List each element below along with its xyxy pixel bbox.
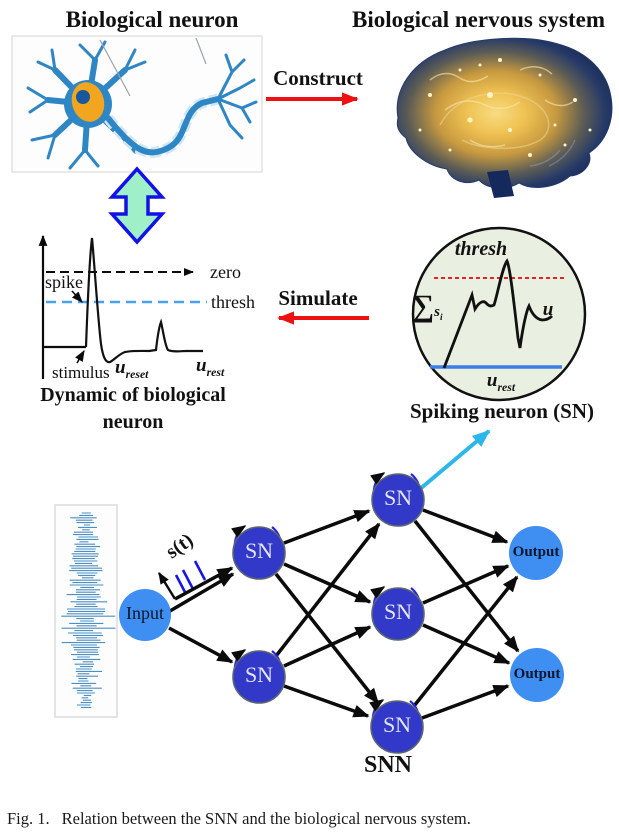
figure-caption: Fig. 1. Relation between the SNN and the … <box>7 809 471 829</box>
network-edges <box>168 508 520 720</box>
output-node-1-label: Output <box>512 544 560 560</box>
title-biological-neuron: Biological neuron <box>65 7 239 32</box>
u-reset-sub: reset <box>125 367 149 381</box>
stimulus-pointer-arrow <box>75 350 85 364</box>
title-biological-nervous-system: Biological nervous system <box>352 7 605 32</box>
input-node <box>119 589 171 641</box>
u-rest-sub: rest <box>206 365 225 379</box>
edge-sn2-sn5 <box>283 684 370 718</box>
u-reset-base: u <box>115 357 126 378</box>
spike-train-axis <box>157 560 207 600</box>
u-reset-label: ureset <box>115 358 148 381</box>
thresh-label: thresh <box>211 292 255 312</box>
sn-u-rest-sub: rest <box>497 380 516 394</box>
waveform-path <box>61 512 116 708</box>
sn-membrane-trace <box>442 258 553 369</box>
brain-silhouette <box>396 37 613 189</box>
sigma-symbol: ∑ <box>412 288 435 323</box>
construct-label: Construct <box>273 66 363 90</box>
axon <box>105 96 221 156</box>
output-node-1 <box>509 526 563 580</box>
sn-node-4 <box>371 587 425 641</box>
sn-sum-label: ∑si <box>412 288 443 324</box>
edge-sn4-output1 <box>422 564 510 605</box>
edge-sn3-output2 <box>413 519 520 653</box>
input-node-label: Input <box>126 603 164 623</box>
u-rest-label-plot: urest <box>196 356 224 379</box>
sn-detail-circle <box>411 226 587 402</box>
sn-thresh-label: thresh <box>454 238 508 260</box>
sn-node-1 <box>232 526 286 580</box>
sn-node-5 <box>370 700 424 754</box>
edge-input-sn2 <box>168 626 234 664</box>
spike-pointer-arrow <box>71 290 83 303</box>
edge-sn5-output2 <box>421 684 510 720</box>
membrane-plot <box>38 234 207 379</box>
output-node-2-label: Output <box>513 666 561 682</box>
edge-sn1-sn5 <box>274 572 380 705</box>
spiking-neuron-circle <box>411 226 587 402</box>
leader-lines <box>99 37 207 97</box>
edge-sn1-sn3 <box>283 509 371 545</box>
edge-sn2-sn3 <box>274 522 381 658</box>
edge-sn1-sn4 <box>283 562 372 604</box>
sn-node-4-label: SN <box>383 599 413 624</box>
sn-u-rest-base: u <box>486 370 498 391</box>
brain-gyri <box>429 66 576 167</box>
sn-node-2-label: SN <box>244 662 274 687</box>
s-symbol: s <box>434 304 440 320</box>
plot-title-line2: neuron <box>102 411 164 433</box>
stimulus-label: stimulus <box>52 363 110 382</box>
sn-node-5-label: SN <box>382 712 412 737</box>
i-symbol: i <box>439 313 443 323</box>
sn-node-3 <box>371 473 425 527</box>
spike-axis-arrow <box>157 571 177 600</box>
nucleolus <box>76 90 90 104</box>
caption-tag: Fig. 1. <box>7 809 50 828</box>
plot-title-line1: Dynamic of biological <box>40 384 226 406</box>
membrane-curve <box>84 237 203 364</box>
edge-sn5-output1 <box>412 575 519 708</box>
biological-neuron-image <box>11 35 263 173</box>
spike-label: spike <box>45 272 83 292</box>
sn-node-3-label: SN <box>383 485 413 510</box>
sn-node-1-label: SN <box>244 538 274 563</box>
sn-u-label: u <box>542 299 554 320</box>
spiking-neuron-caption: Spiking neuron (SN) <box>409 399 595 423</box>
zero-label: zero <box>210 262 241 282</box>
sn-node-2 <box>232 650 286 704</box>
edge-input-sn1-b <box>169 572 235 613</box>
u-rest-base: u <box>196 355 207 376</box>
brain-image <box>396 37 613 198</box>
simulate-label: Simulate <box>278 286 358 310</box>
edge-input-sn1-a <box>174 566 234 601</box>
output-node-2 <box>510 648 564 702</box>
zoom-arrow-to-sn-detail <box>418 429 491 491</box>
edge-sn3-output1 <box>422 508 509 544</box>
sum-subscript: si <box>434 304 443 323</box>
edge-sn2-sn4 <box>283 625 372 668</box>
brain-glow-dots <box>418 58 592 157</box>
snn-label: SNN <box>363 752 413 778</box>
network-nodes <box>119 473 564 754</box>
double-arrow <box>108 166 166 245</box>
caption-text: Relation between the SNN and the biologi… <box>61 809 471 828</box>
spike-train-ticks <box>174 560 207 595</box>
axon-terminals <box>216 53 258 140</box>
brainstem <box>487 170 514 198</box>
edge-sn4-output2 <box>422 623 511 665</box>
sn-u-rest-label: urest <box>487 371 515 394</box>
input-waveform <box>54 504 118 718</box>
